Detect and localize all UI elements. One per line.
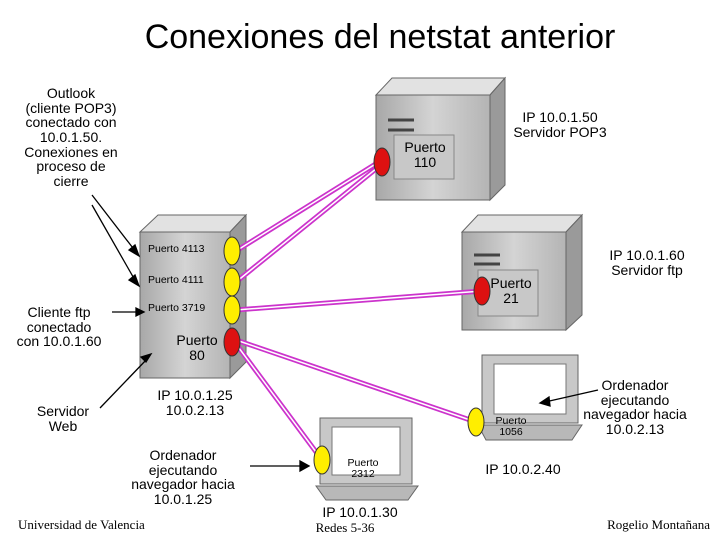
port-110-label: Puerto 110 — [404, 139, 446, 170]
right-browser-computer-icon — [477, 354, 583, 441]
right-browser-label: Ordenador ejecutando navegador hacia 10.… — [583, 377, 687, 438]
port-2312-label: Puerto 2312 — [347, 457, 379, 481]
port-3719-label: Puerto 3719 — [148, 302, 206, 314]
center-browser-ip: IP 10.0.1.30 — [322, 504, 398, 520]
annotation-arrows — [91, 194, 599, 473]
pop3-server-label: IP 10.0.1.50 Servidor POP3 — [513, 109, 607, 140]
ftp-client-note: Cliente ftp conectado con 10.0.1.60 — [16, 304, 102, 350]
port-80-label: Puerto 80 — [176, 332, 218, 363]
port-80-socket — [223, 327, 241, 357]
port-2312-socket — [313, 445, 331, 475]
center-browser-computer-icon — [315, 417, 419, 501]
right-browser-ip: IP 10.0.2.40 — [485, 461, 561, 477]
connection-pipes — [233, 157, 485, 463]
web-server-note: Servidor Web — [36, 403, 90, 434]
port-110-socket — [373, 147, 391, 177]
slide-title: Conexiones del netstat anterior — [144, 18, 616, 56]
port-3719-socket — [223, 295, 241, 325]
central-host-label: IP 10.0.1.25 10.0.2.13 — [157, 387, 233, 418]
footer-author: Rogelio Montañana — [607, 517, 710, 532]
ftp-server-label: IP 10.0.1.60 Servidor ftp — [609, 247, 685, 278]
center-browser-label: Ordenador ejecutando navegador hacia 10.… — [131, 447, 235, 508]
port-4111-label: Puerto 4111 — [148, 274, 204, 286]
footer-university: Universidad de Valencia — [18, 517, 145, 532]
port-21-label: Puerto 21 — [490, 275, 532, 306]
port-1056-label: Puerto 1056 — [495, 415, 527, 439]
outlook-note: Outlook (cliente POP3) conectado con 10.… — [24, 85, 118, 190]
ftp-server-icon — [460, 213, 584, 332]
pop3-server-icon — [374, 76, 507, 202]
port-sockets — [223, 147, 491, 475]
port-21-socket — [473, 276, 491, 306]
central-host-icon — [138, 213, 248, 380]
footer-slide-number: Redes 5-36 — [315, 520, 375, 535]
port-4113-label: Puerto 4113 — [148, 243, 205, 255]
port-1056-socket — [467, 407, 485, 437]
port-4113-socket — [223, 236, 241, 266]
